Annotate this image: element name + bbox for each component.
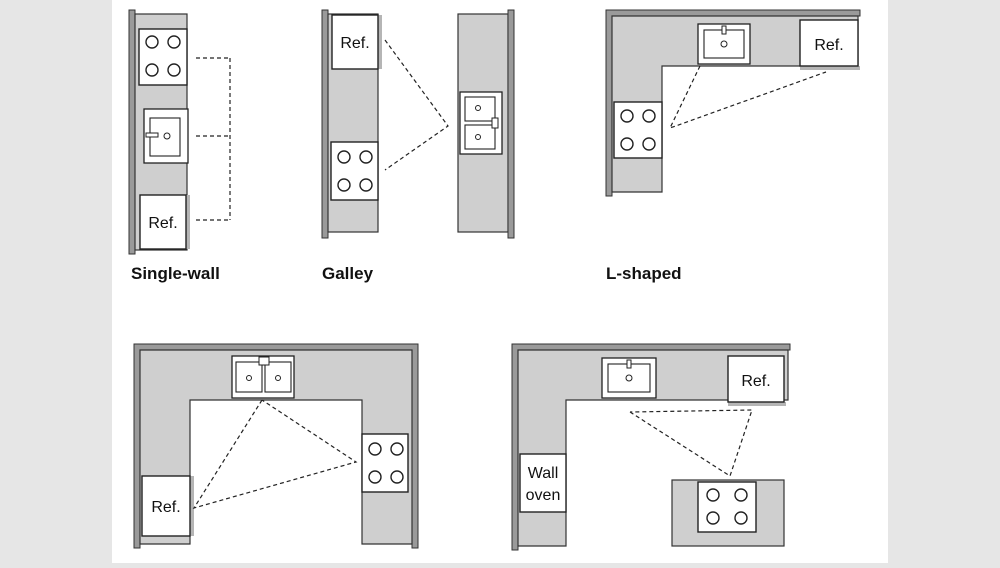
cooktop-icon [697,481,757,533]
galley-ref-label: Ref. [340,35,369,52]
galley-title: Galley [322,264,374,283]
wall-oven-label-line2: oven [526,487,561,504]
cooktop-icon [361,433,409,493]
refrigerator-icon: Ref. [331,14,382,70]
sink-icon [231,355,295,399]
wall-oven-icon: Wall oven [519,453,567,513]
cooktop-icon [613,101,663,159]
wall-oven-label-line1: Wall [528,465,559,482]
refrigerator-icon: Ref. [727,355,786,406]
l-shaped-ref-label: Ref. [814,37,843,54]
work-triangle [384,39,449,171]
u-shaped-ref-label: Ref. [151,499,180,516]
l-shaped-title: L-shaped [606,264,682,283]
single-wall-layout: Ref. Single-wall [128,9,231,283]
l-island-layout: Ref. Wall oven [511,343,791,551]
cooktop-icon [138,28,188,86]
single-wall-title: Single-wall [131,264,220,283]
galley-layout: Ref. Galley [321,9,515,283]
work-triangle [668,65,827,130]
island [671,479,785,547]
refrigerator-icon: Ref. [139,194,190,250]
refrigerator-icon: Ref. [799,19,860,70]
refrigerator-icon: Ref. [141,475,194,537]
sink-icon [697,23,751,65]
cooktop-icon [330,141,379,201]
single-wall-ref-label: Ref. [148,215,177,232]
sink-icon [459,91,503,155]
l-shaped-layout: Ref. L-shaped [605,9,861,283]
sink-icon [143,108,189,164]
l-island-ref-label: Ref. [741,373,770,390]
sink-icon [601,357,657,399]
work-triangle [196,57,231,221]
work-triangle [192,399,358,510]
work-triangle [629,409,753,477]
u-shaped-layout: Ref. [133,343,419,549]
